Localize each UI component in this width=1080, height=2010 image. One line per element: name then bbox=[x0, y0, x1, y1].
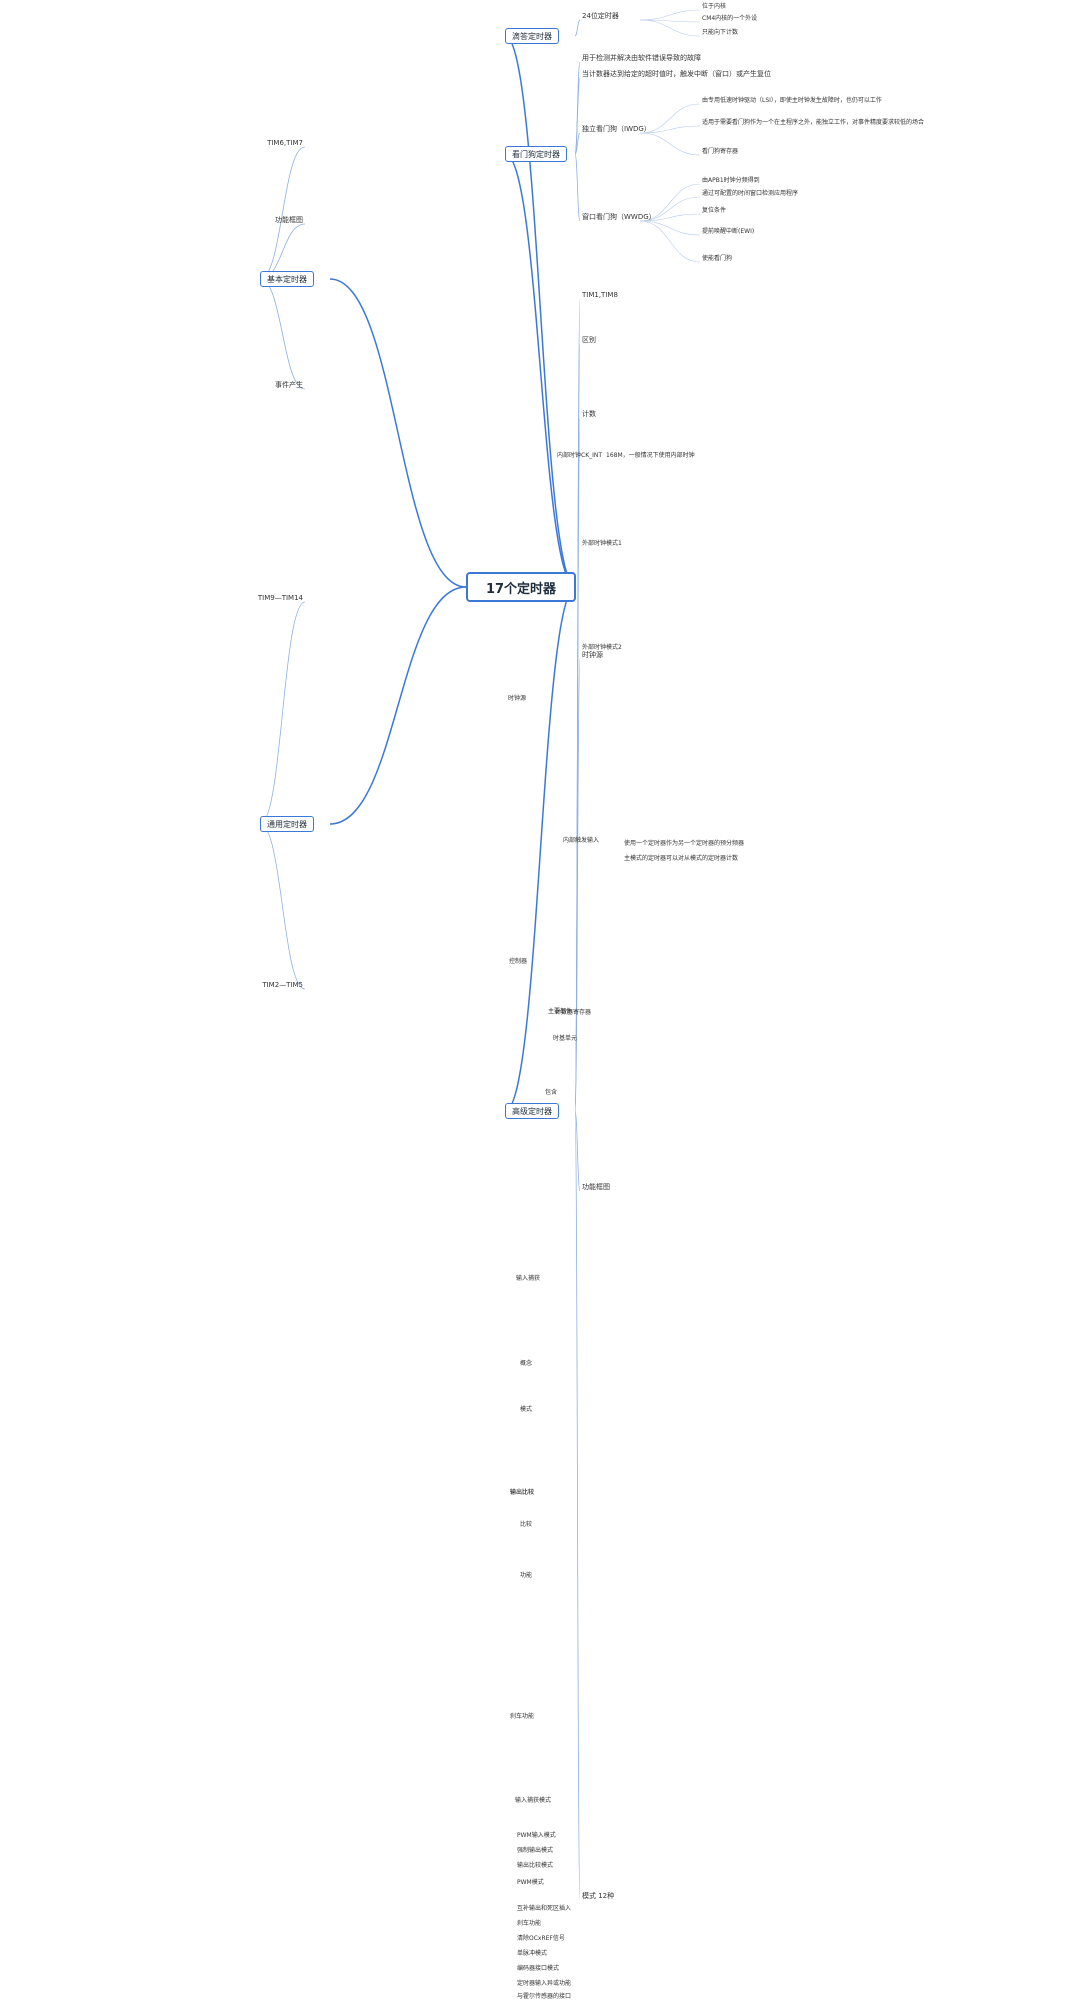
child-label: 当计数器达到给定的超时值时，触发中断（窗口）或产生复位 bbox=[582, 69, 771, 78]
node-text: 包含 bbox=[545, 1088, 557, 1096]
branch-connector bbox=[329, 586, 467, 825]
node-text: 内部触发输入 bbox=[563, 836, 599, 844]
child-label: TIM9—TIM14 bbox=[257, 594, 304, 602]
child-connector bbox=[259, 278, 306, 390]
child-connector bbox=[574, 658, 581, 1112]
node-text: 与霍尔传感器的接口 bbox=[517, 1992, 571, 2000]
child-label: 区别 bbox=[582, 335, 596, 344]
node-text: 主模式的定时器可以对从模式的定时器计数 bbox=[624, 854, 738, 862]
grandchild-label: 使能看门狗 bbox=[702, 254, 732, 262]
child-label: 功能框图 bbox=[275, 215, 303, 224]
child-label: TIM1,TIM8 bbox=[581, 291, 618, 299]
branch-gaoji[interactable]: 高级定时器 bbox=[505, 1103, 559, 1119]
node-text: 外部时钟模式2 bbox=[582, 643, 622, 651]
child-label: 窗口看门狗（WWDG） bbox=[582, 212, 656, 221]
node-text: 比较 bbox=[520, 1520, 532, 1528]
grandchild-label: 提前唤醒中断(EWI) bbox=[702, 227, 754, 235]
node-text: PWM输入模式 bbox=[517, 1831, 556, 1839]
child-connector bbox=[259, 146, 306, 280]
node-text: 计数器寄存器 bbox=[555, 1008, 591, 1016]
grandchild-label: 位于内核 bbox=[702, 2, 726, 10]
grandchild-label: 由专用低速时钟驱动（LSI），即使主时钟发生故障时，也仍可以工作 bbox=[702, 96, 882, 104]
branch-kanmen[interactable]: 看门狗定时器 bbox=[505, 146, 567, 162]
node-labels: 24位定时器 位于内核 CM4内核的一个外设只能向下计数用于检测并解决由软件错误导致… bbox=[257, 2, 924, 2000]
child-label: 独立看门狗（IWDG） bbox=[582, 124, 651, 133]
grandchild-label: 只能向下计数 bbox=[702, 28, 738, 36]
central-topic[interactable]: 17个定时器 bbox=[466, 572, 576, 602]
child-connector bbox=[574, 1110, 581, 1192]
node-text: 168M，一般情况下使用内部时钟 bbox=[606, 451, 695, 459]
child-label: 功能框图 bbox=[582, 1182, 610, 1191]
grandchild-label: 复位条件 bbox=[702, 206, 726, 214]
node-text: 输出比较模式 bbox=[517, 1861, 553, 1869]
grandchild-label: 适用于需要看门狗作为一个在主程序之外，能独立工作，对事件精度要求较低的场合 bbox=[702, 118, 924, 126]
child-label: 模式 12种 bbox=[582, 1891, 614, 1900]
grandchild-connector bbox=[639, 196, 701, 222]
child-connector bbox=[259, 601, 306, 825]
branch-connector bbox=[329, 278, 467, 588]
node-text: 输出比较 bbox=[510, 1488, 534, 1496]
node-text: 时基单元 bbox=[553, 1034, 577, 1042]
child-label: 用于检测并解决由软件错误导致的故障 bbox=[582, 53, 701, 62]
node-text: 定时器输入异或功能 bbox=[517, 1979, 571, 1987]
child-connector bbox=[574, 77, 581, 155]
branch-connector bbox=[504, 35, 577, 588]
child-connector bbox=[574, 132, 581, 155]
child-connector bbox=[574, 417, 581, 1112]
node-text: 模式 bbox=[520, 1405, 532, 1413]
node-text: 互补输出和死区插入 bbox=[517, 1904, 571, 1912]
node-text: 清除OCxREF信号 bbox=[517, 1934, 565, 1942]
node-text: 功能 bbox=[520, 1571, 532, 1579]
grandchild-connector bbox=[639, 19, 701, 37]
grandchild-label: CM4内核的一个外设 bbox=[702, 14, 757, 22]
node-text: 单脉冲模式 bbox=[517, 1949, 547, 1957]
node-text: 输出比较 bbox=[510, 1488, 534, 1496]
node-text: 输入捕获模式 bbox=[515, 1796, 551, 1804]
grandchild-connector bbox=[639, 213, 701, 222]
grandchild-connector bbox=[639, 103, 701, 134]
grandchild-connector bbox=[639, 132, 701, 156]
node-text: 强制输出模式 bbox=[517, 1846, 553, 1854]
child-label: 事件产生 bbox=[275, 380, 303, 389]
node-text: PWM模式 bbox=[517, 1878, 544, 1886]
child-label: TIM2—TIM5 bbox=[261, 981, 303, 989]
grandchild-label: 由APB1时钟分频得到 bbox=[702, 176, 760, 184]
child-label: 时钟源 bbox=[582, 650, 603, 659]
child-label: 计数 bbox=[582, 409, 596, 418]
node-text: 概念 bbox=[520, 1359, 532, 1367]
node-text: 输入捕获 bbox=[516, 1274, 540, 1282]
branch-jiben[interactable]: 基本定时器 bbox=[260, 271, 314, 287]
grandchild-connector bbox=[639, 220, 701, 263]
grandchild-label: 通过可配置的时间窗口检测应用程序 bbox=[702, 189, 798, 197]
branch-connector bbox=[504, 586, 577, 1112]
node-text: 刹车功能 bbox=[517, 1919, 541, 1927]
node-text: 内部时钟CK_INT bbox=[557, 451, 602, 459]
child-label: 24位定时器 bbox=[582, 11, 619, 20]
branch-connector bbox=[504, 153, 577, 588]
node-text: 使用一个定时器作为另一个定时器的预分频器 bbox=[624, 839, 744, 847]
grandchild-connector bbox=[639, 125, 701, 134]
node-text: 时钟源 bbox=[508, 694, 526, 702]
node-text: 控制器 bbox=[509, 957, 527, 965]
connectors bbox=[259, 9, 701, 1901]
child-connector bbox=[574, 19, 581, 37]
grandchild-connector bbox=[639, 183, 701, 222]
branch-qingshi[interactable]: 滴答定时器 bbox=[505, 28, 559, 44]
node-text: 刹车功能 bbox=[510, 1712, 534, 1720]
child-connector bbox=[574, 153, 581, 222]
node-text: 主要部件 bbox=[548, 1007, 572, 1015]
grandchild-connector bbox=[639, 9, 701, 21]
child-connector bbox=[259, 823, 306, 990]
node-text: 编码器接口模式 bbox=[517, 1964, 559, 1972]
grandchild-connector bbox=[639, 220, 701, 236]
branch-tongyong[interactable]: 通用定时器 bbox=[260, 816, 314, 832]
grandchild-label: 看门狗寄存器 bbox=[702, 147, 738, 155]
child-connector bbox=[574, 1110, 581, 1901]
child-label: TIM6,TIM7 bbox=[266, 139, 303, 147]
node-text: 外部时钟模式1 bbox=[582, 539, 622, 547]
